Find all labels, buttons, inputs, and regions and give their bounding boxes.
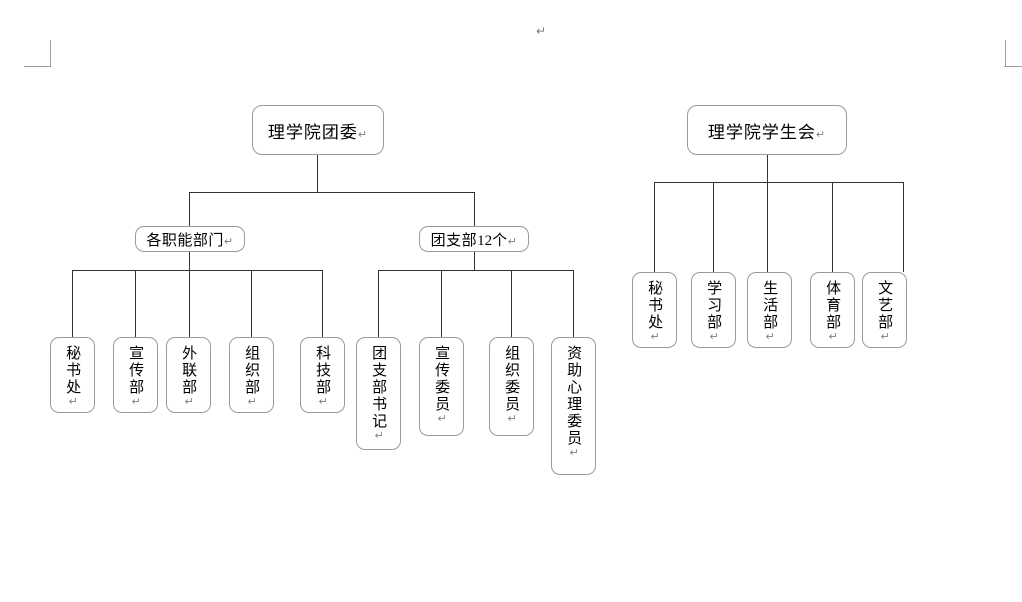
node-zuzhibu-tuanwei[interactable]: 组织部↵ xyxy=(229,337,274,413)
node-zizhu-xinli-weiyuan[interactable]: 资助心理委员↵ xyxy=(551,337,596,475)
connector-functional-drop-1 xyxy=(72,270,73,337)
connector-functional-bar xyxy=(72,270,322,271)
node-label: 团支部书记↵ xyxy=(370,345,389,442)
node-label: 文艺部↵ xyxy=(876,280,895,343)
node-mishuchu-xueshenghui[interactable]: 秘书处↵ xyxy=(632,272,677,348)
node-label: 生活部↵ xyxy=(761,280,780,343)
connector-left-level2-bar xyxy=(189,192,475,193)
page-margin-corner-top-left-icon xyxy=(24,40,51,67)
node-shenghuobu[interactable]: 生活部↵ xyxy=(747,272,792,348)
node-branch-12[interactable]: 团支部12个↵ xyxy=(419,226,529,252)
connector-functional-stem xyxy=(189,252,190,270)
connector-functional-drop-2 xyxy=(135,270,136,337)
connector-functional-drop-4 xyxy=(251,270,252,337)
node-label: 秘书处↵ xyxy=(64,345,83,408)
node-zuzhi-weiyuan[interactable]: 组织委员↵ xyxy=(489,337,534,436)
node-xuanchuan-weiyuan[interactable]: 宣传委员↵ xyxy=(419,337,464,436)
connector-branch-drop-4 xyxy=(573,270,574,337)
connector-right-drop-3 xyxy=(767,182,768,272)
node-label: 宣传委员↵ xyxy=(433,345,452,425)
node-tiyubu[interactable]: 体育部↵ xyxy=(810,272,855,348)
connector-branch-stem xyxy=(474,252,475,270)
node-label: 资助心理委员↵ xyxy=(565,345,584,459)
node-label: 组织部↵ xyxy=(243,345,262,408)
connector-branch-bar xyxy=(378,270,574,271)
connector-right-bar xyxy=(654,182,904,183)
node-tuanzhibu-shuji[interactable]: 团支部书记↵ xyxy=(356,337,401,450)
connector-left-to-branch xyxy=(474,192,475,226)
connector-branch-drop-3 xyxy=(511,270,512,337)
connector-right-drop-2 xyxy=(713,182,714,272)
node-label: 各职能部门↵ xyxy=(146,230,234,249)
node-lixueyuan-xueshenghui[interactable]: 理学院学生会↵ xyxy=(687,105,847,155)
margin-mark-tr-horizontal xyxy=(1004,66,1022,67)
connector-branch-drop-1 xyxy=(378,270,379,337)
node-wailianbu[interactable]: 外联部↵ xyxy=(166,337,211,413)
connector-left-root-drop xyxy=(317,155,318,192)
node-label: 学习部↵ xyxy=(705,280,724,343)
node-wenyibu[interactable]: 文艺部↵ xyxy=(862,272,907,348)
node-label: 理学院团委↵ xyxy=(267,122,369,143)
node-label: 宣传部↵ xyxy=(127,345,146,408)
node-label: 组织委员↵ xyxy=(503,345,522,425)
node-xuexibu[interactable]: 学习部↵ xyxy=(691,272,736,348)
connector-right-drop-4 xyxy=(832,182,833,272)
node-xuanchuanbu-tuanwei[interactable]: 宣传部↵ xyxy=(113,337,158,413)
connector-branch-drop-2 xyxy=(441,270,442,337)
margin-mark-tl-horizontal xyxy=(24,66,51,67)
node-mishuchu-tuanwei[interactable]: 秘书处↵ xyxy=(50,337,95,413)
connector-functional-drop-3 xyxy=(189,270,190,337)
margin-mark-tr-vertical xyxy=(1005,40,1006,67)
margin-mark-tl-vertical xyxy=(50,40,51,67)
node-label: 理学院学生会↵ xyxy=(707,122,827,143)
connector-right-root-drop xyxy=(767,155,768,182)
node-label: 外联部↵ xyxy=(180,345,199,408)
paragraph-mark: ↵ xyxy=(536,24,547,38)
node-lixueyuan-tuanwei[interactable]: 理学院团委↵ xyxy=(252,105,384,155)
node-label: 秘书处↵ xyxy=(646,280,665,343)
node-label: 团支部12个↵ xyxy=(430,230,518,249)
connector-functional-drop-5 xyxy=(322,270,323,337)
node-label: 体育部↵ xyxy=(824,280,843,343)
connector-left-to-functional xyxy=(189,192,190,226)
connector-right-drop-5 xyxy=(903,182,904,272)
connector-right-drop-1 xyxy=(654,182,655,272)
node-label: 科技部↵ xyxy=(314,345,333,408)
node-kejibu[interactable]: 科技部↵ xyxy=(300,337,345,413)
node-functional-departments[interactable]: 各职能部门↵ xyxy=(135,226,245,252)
